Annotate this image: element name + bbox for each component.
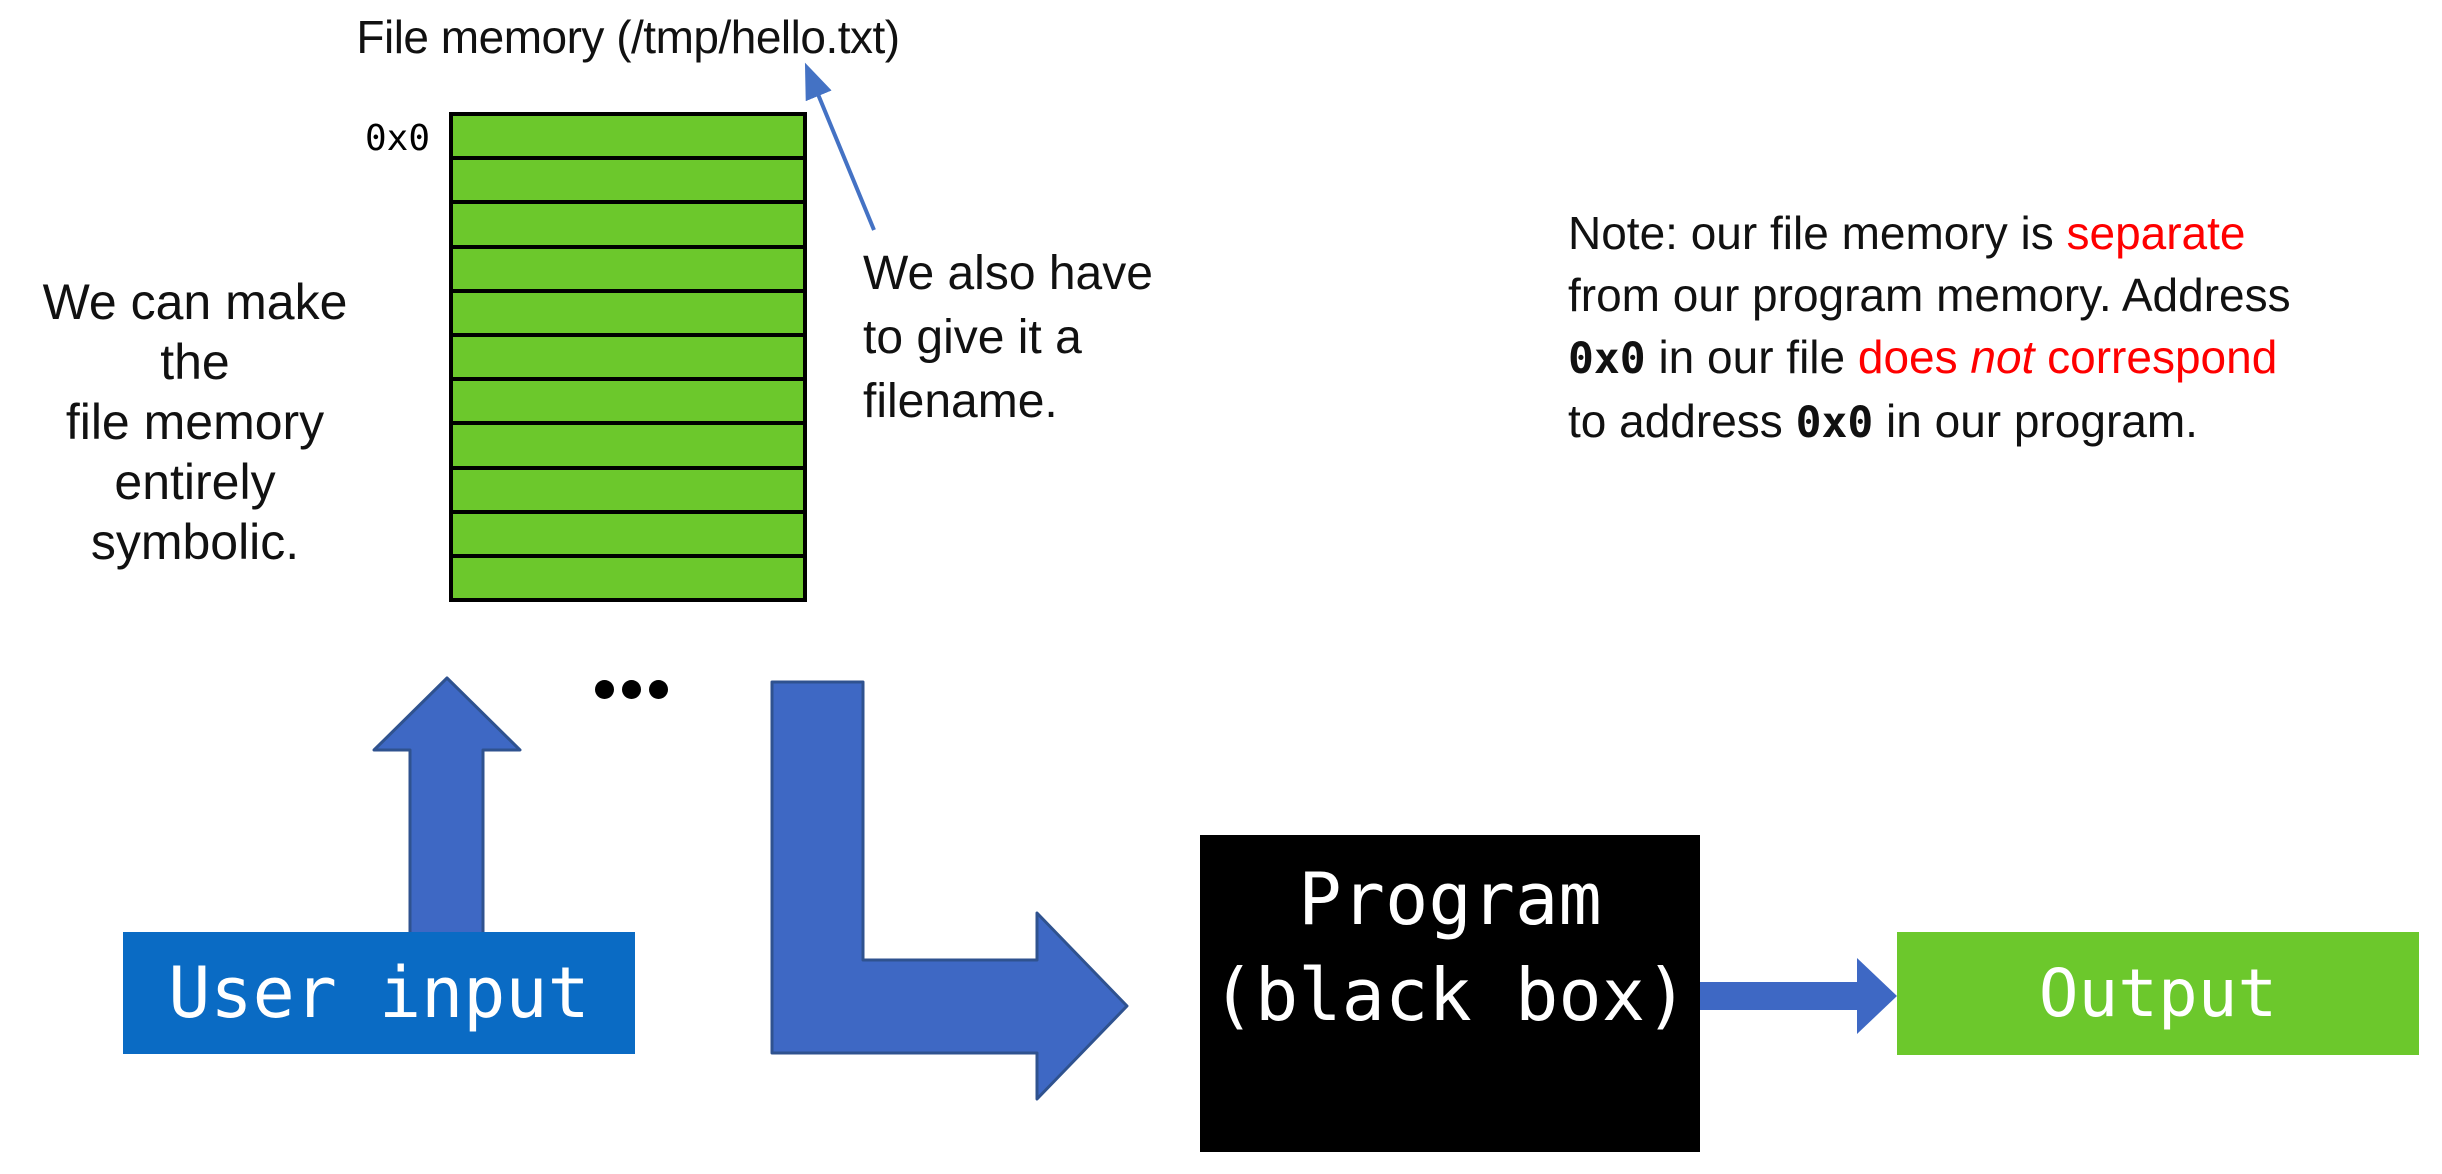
up-arrow-icon xyxy=(372,676,522,937)
dot-icon xyxy=(622,680,641,699)
note-line-1: Note: our file memory is separate xyxy=(1568,207,2246,259)
program-black-box: Program (black box) xyxy=(1200,835,1700,1152)
output-box: Output xyxy=(1897,932,2419,1055)
filename-pointer-arrow-icon xyxy=(804,62,876,231)
note-line-2: from our program memory. Address xyxy=(1568,269,2291,321)
filename-annotation-line: to give it a xyxy=(863,311,1082,364)
memory-cell xyxy=(453,204,803,249)
symbolic-annotation-line: We can make the xyxy=(42,274,348,390)
memory-cell xyxy=(453,336,803,382)
memory-address-label: 0x0 xyxy=(364,118,430,159)
memory-cell xyxy=(453,116,803,161)
user-input-label: User input xyxy=(168,952,590,1034)
note-line-3: 0x0 in our file does not correspond xyxy=(1568,331,2278,384)
memory-cell xyxy=(453,160,803,205)
program-to-output-arrow-icon xyxy=(1700,958,1897,1034)
memory-cell xyxy=(453,425,803,470)
symbolic-annotation: We can make the file memory entirely sym… xyxy=(10,272,380,572)
filename-annotation: We also have to give it a filename. xyxy=(863,242,1223,434)
filename-annotation-line: filename. xyxy=(863,375,1058,428)
dot-icon xyxy=(595,680,614,699)
filename-annotation-line: We also have xyxy=(863,247,1153,300)
note-line-4: to address 0x0 in our program. xyxy=(1568,395,2198,448)
output-label: Output xyxy=(2038,955,2278,1032)
memory-cell xyxy=(453,381,803,426)
program-label-line1: Program xyxy=(1298,857,1602,941)
elbow-arrow-icon xyxy=(770,680,1129,1101)
memory-cell xyxy=(453,513,803,558)
file-memory-grid xyxy=(449,112,807,602)
program-label-line2: (black box) xyxy=(1211,953,1689,1037)
memory-cell xyxy=(453,248,803,293)
symbolic-annotation-line: entirely symbolic. xyxy=(90,454,300,570)
memory-cell xyxy=(453,557,803,599)
user-input-box: User input xyxy=(123,932,635,1054)
dot-icon xyxy=(649,680,668,699)
memory-cell xyxy=(453,469,803,514)
symbolic-annotation-line: file memory xyxy=(65,394,325,450)
memory-cell xyxy=(453,292,803,337)
separate-memory-note: Note: our file memory is separate from o… xyxy=(1568,202,2408,454)
file-memory-title: File memory (/tmp/hello.txt) xyxy=(356,11,900,63)
ellipsis-dots-icon xyxy=(595,680,668,699)
